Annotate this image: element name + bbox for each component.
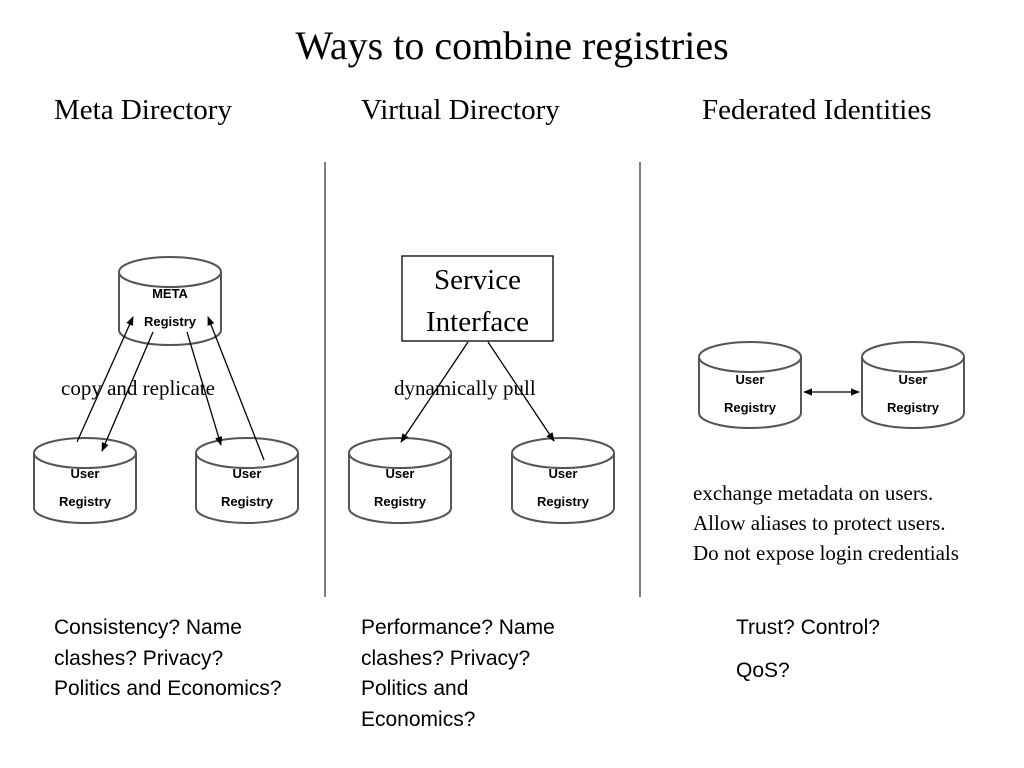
questions-virtual-directory: Performance? Name clashes? Privacy? Poli… xyxy=(361,616,555,731)
heading-meta-directory: Meta Directory xyxy=(54,94,232,126)
service-interface-label-2: Interface xyxy=(426,306,529,338)
arrow-pull-right xyxy=(487,341,555,442)
registry-label-2: Registry xyxy=(887,400,940,415)
caption-copy-and-replicate: copy and replicate xyxy=(61,376,215,400)
virtual-user-registry-left: User Registry xyxy=(348,437,452,524)
meta-user-registry-right: User Registry xyxy=(195,437,299,524)
registry-label-2: Registry xyxy=(59,494,112,509)
federated-note: exchange metadata on users. Allow aliase… xyxy=(693,481,959,565)
slide-title: Ways to combine registries xyxy=(295,23,729,68)
registry-label-2: Registry xyxy=(537,494,590,509)
registry-label-1: User xyxy=(386,466,415,481)
arrow-copy-down-right xyxy=(186,331,223,446)
heading-virtual-directory: Virtual Directory xyxy=(361,94,560,126)
registry-label-1: User xyxy=(736,372,765,387)
meta-registry-label-1: META xyxy=(152,286,188,301)
meta-registry-label-2: Registry xyxy=(144,314,197,329)
questions-trust-control: Trust? Control? xyxy=(736,616,880,639)
registry-label-1: User xyxy=(71,466,100,481)
federated-user-registry-left: User Registry xyxy=(698,341,802,429)
service-interface-box: Service Interface xyxy=(401,255,554,342)
registry-label-1: User xyxy=(549,466,578,481)
service-interface-label-1: Service xyxy=(434,264,521,296)
heading-federated-identities: Federated Identities xyxy=(702,94,932,126)
caption-dynamically-pull: dynamically pull xyxy=(394,376,536,400)
registry-label-1: User xyxy=(233,466,262,481)
virtual-user-registry-right: User Registry xyxy=(511,437,615,524)
meta-user-registry-left: User Registry xyxy=(33,437,137,524)
questions-meta-directory: Consistency? Name clashes? Privacy? Poli… xyxy=(54,616,282,700)
federated-user-registry-right: User Registry xyxy=(861,341,965,429)
arrow-replicate-up-left xyxy=(76,316,134,443)
arrow-copy-down-left xyxy=(101,331,154,452)
registry-label-1: User xyxy=(899,372,928,387)
registry-label-2: Registry xyxy=(374,494,427,509)
registry-label-2: Registry xyxy=(221,494,274,509)
arrow-replicate-up-right xyxy=(207,316,265,461)
arrow-pull-left xyxy=(400,341,469,443)
meta-registry-cylinder: META Registry xyxy=(118,256,222,346)
registry-label-2: Registry xyxy=(724,400,777,415)
questions-qos: QoS? xyxy=(736,659,790,682)
